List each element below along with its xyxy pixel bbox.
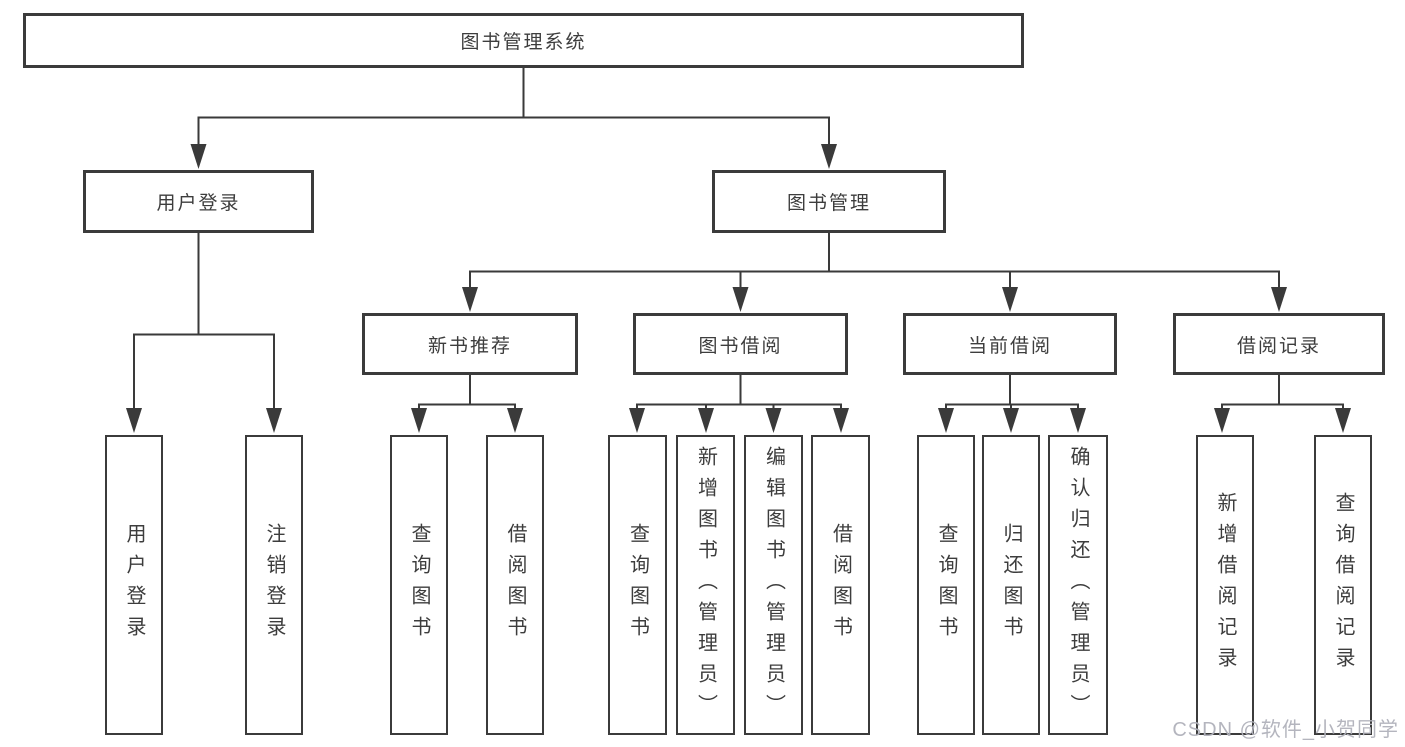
node-user-login: 用户登录: [83, 170, 314, 233]
arrow-down-icon: [190, 144, 207, 169]
arrow-down-icon: [833, 408, 849, 433]
arrow-down-icon: [1070, 408, 1086, 433]
arrow-down-icon: [1003, 408, 1019, 433]
arrow-down-icon: [698, 408, 714, 433]
arrow-down-icon: [462, 287, 478, 312]
node-book-management: 图书管理: [712, 170, 946, 233]
arrow-down-icon: [1335, 408, 1351, 433]
leaf-query-books-borrow: 查询图书: [608, 435, 667, 735]
leaf-label: 借阅图书: [504, 523, 526, 647]
arrow-down-icon: [821, 144, 837, 169]
leaf-borrow-books-borrow: 借阅图书: [811, 435, 870, 735]
arrow-down-icon: [629, 408, 645, 433]
connector-bookmgmt-to-level3: [469, 233, 1280, 289]
leaf-label: 查询图书: [935, 523, 957, 647]
connector-userlogin-to-leaves: [133, 233, 275, 410]
leaf-label: 新增借阅记录: [1214, 492, 1236, 678]
leaf-user-login: 用户登录: [105, 435, 163, 735]
connector-newbook-to-leaves: [418, 375, 516, 411]
connector-borrowrecords-to-leaves: [1221, 375, 1344, 411]
arrow-down-icon: [126, 408, 142, 433]
node-root-system: 图书管理系统: [23, 13, 1024, 68]
leaf-label: 借阅图书: [829, 523, 852, 647]
leaf-query-books-current: 查询图书: [917, 435, 975, 735]
arrow-down-icon: [266, 408, 282, 433]
leaf-query-books-recommend: 查询图书: [390, 435, 448, 735]
leaf-logout: 注销登录: [245, 435, 303, 735]
node-new-book-recommend: 新书推荐: [362, 313, 578, 375]
node-book-borrow: 图书借阅: [633, 313, 848, 375]
arrow-down-icon: [1271, 287, 1287, 312]
leaf-add-borrow-record: 新增借阅记录: [1196, 435, 1254, 735]
arrow-down-icon: [765, 408, 782, 433]
leaf-edit-book-admin: 编辑图书（管理员）: [744, 435, 803, 735]
leaf-label: 注销登录: [263, 523, 285, 647]
node-current-borrow: 当前借阅: [903, 313, 1117, 375]
leaf-label: 查询图书: [408, 523, 430, 647]
node-borrow-records: 借阅记录: [1173, 313, 1385, 375]
arrow-down-icon: [938, 408, 954, 433]
leaf-label: 查询借阅记录: [1332, 492, 1354, 678]
leaf-label: 确认归还（管理员）: [1067, 445, 1089, 725]
connector-root-to-level2: [197, 68, 830, 146]
leaf-label: 归还图书: [1000, 523, 1022, 647]
leaf-label: 新增图书（管理员）: [694, 445, 717, 725]
leaf-confirm-return-admin: 确认归还（管理员）: [1048, 435, 1108, 735]
leaf-borrow-books-recommend: 借阅图书: [486, 435, 544, 735]
connector-currentborrow-to-leaves: [945, 375, 1079, 411]
leaf-label: 查询图书: [626, 523, 649, 647]
arrow-down-icon: [732, 287, 749, 312]
connector-bookborrow-to-leaves: [636, 375, 842, 411]
arrow-down-icon: [411, 408, 427, 433]
leaf-query-borrow-record: 查询借阅记录: [1314, 435, 1372, 735]
arrow-down-icon: [1002, 287, 1018, 312]
arrow-down-icon: [507, 408, 523, 433]
leaf-label: 编辑图书（管理员）: [762, 445, 785, 725]
arrow-down-icon: [1214, 408, 1230, 433]
leaf-return-books: 归还图书: [982, 435, 1040, 735]
leaf-label: 用户登录: [123, 523, 145, 647]
leaf-add-book-admin: 新增图书（管理员）: [676, 435, 735, 735]
